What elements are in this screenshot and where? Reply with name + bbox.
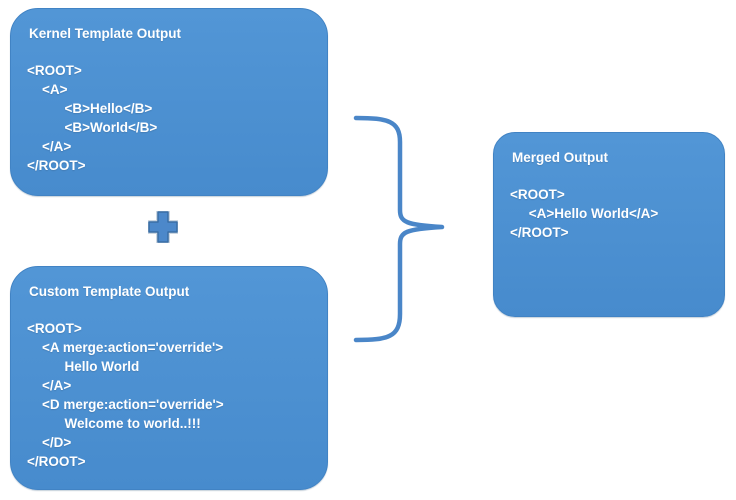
code-line: Welcome to world..!!!	[27, 416, 201, 431]
code-line: </D>	[27, 435, 72, 450]
plus-icon-svg	[148, 211, 178, 243]
code-line: <A merge:action='override'>	[27, 340, 224, 355]
right-curly-brace-svg	[353, 115, 445, 343]
code-line: <A>	[27, 82, 68, 97]
kernel-template-output-box: Kernel Template Output <ROOT> <A> <B>Hel…	[10, 8, 328, 196]
kernel-code-block: <ROOT> <A> <B>Hello</B> <B>World</B> </A…	[27, 61, 311, 175]
code-line: </A>	[27, 139, 72, 154]
custom-code-block: <ROOT> <A merge:action='override'> Hello…	[27, 319, 311, 471]
kernel-box-title: Kernel Template Output	[29, 26, 182, 41]
merged-output-box: Merged Output <ROOT> <A>Hello World</A> …	[493, 132, 725, 317]
right-curly-brace-icon	[350, 112, 446, 346]
code-line: </ROOT>	[27, 158, 86, 173]
custom-template-output-box: Custom Template Output <ROOT> <A merge:a…	[10, 266, 328, 490]
code-line: <ROOT>	[27, 63, 82, 78]
code-line: Hello World	[27, 359, 140, 374]
code-line: </ROOT>	[510, 225, 569, 240]
code-line: <ROOT>	[510, 187, 565, 202]
code-line: <ROOT>	[27, 321, 82, 336]
code-line: <B>World</B>	[27, 120, 158, 135]
custom-box-title: Custom Template Output	[29, 284, 190, 299]
code-line: <B>Hello</B>	[27, 101, 153, 116]
plus-icon	[148, 211, 178, 243]
code-line: <D merge:action='override'>	[27, 397, 224, 412]
code-line: <A>Hello World</A>	[510, 206, 659, 221]
code-line: </ROOT>	[27, 454, 86, 469]
code-line: </A>	[27, 378, 72, 393]
merged-code-block: <ROOT> <A>Hello World</A> </ROOT>	[510, 185, 708, 242]
merged-box-title: Merged Output	[512, 150, 608, 165]
